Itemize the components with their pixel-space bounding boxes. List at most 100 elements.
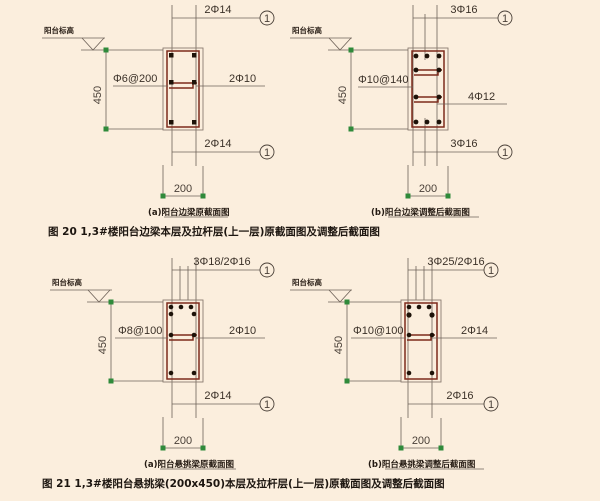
- rebar-dot: [168, 311, 174, 317]
- section-marker-circle-bottom: [497, 144, 513, 160]
- rebar-dot: [192, 80, 197, 85]
- rebar-dot: [169, 80, 174, 85]
- section-marker-bottom-label: 1: [488, 399, 494, 411]
- panel-subcaption: (b)阳台悬挑梁调整后截面图: [368, 459, 475, 470]
- rebar-dot: [192, 53, 197, 58]
- rebar-dot: [426, 304, 432, 310]
- panel-21a: 1 3Φ18/2Φ16 1 2Φ14 阳台标高 450: [50, 256, 275, 470]
- dim-node: [398, 445, 444, 451]
- width-dim-label: 200: [174, 183, 192, 195]
- stirrup-label: Φ10@140: [358, 74, 409, 86]
- bottom-rebar-label: 2Φ14: [204, 138, 231, 150]
- section-marker-top-label: 1: [502, 13, 508, 25]
- panel-21b: 1 3Φ25/2Φ16 1 2Φ16 阳台标高 450: [290, 256, 499, 470]
- height-dim-label: 450: [92, 86, 104, 104]
- section-marker-circle-bottom: [259, 396, 275, 412]
- section-marker-bottom-label: 1: [502, 147, 508, 159]
- rebar-dot: [178, 304, 184, 310]
- rebar-dot: [436, 119, 442, 125]
- figure-21-caption: 图 21 1,3#楼阳台悬挑梁(200x450)本层及拉杆层(上一层)原截面图及…: [42, 477, 445, 490]
- beam-outline: [162, 299, 204, 383]
- rebar-dot: [413, 67, 419, 73]
- stirrup-outer: [411, 50, 445, 128]
- section-marker-bottom-label: 1: [264, 399, 270, 411]
- width-dim-label: 200: [174, 435, 192, 447]
- panel-20a: 1 2Φ14 1 2Φ14 阳台标高: [42, 4, 275, 218]
- rebar-dot: [168, 304, 174, 310]
- stirrup-outer: [166, 50, 200, 128]
- elevation-triangle: [328, 37, 352, 51]
- dim-node: [160, 193, 206, 199]
- figure-20-caption: 图 20 1,3#楼阳台边梁本层及拉杆层(上一层)原截面图及调整后截面图: [48, 225, 380, 238]
- elevation-label: 阳台标高: [292, 25, 322, 35]
- rebar-dot: [188, 304, 194, 310]
- rebar-dot: [436, 94, 442, 100]
- beam-outline: [407, 47, 449, 131]
- rebar-dot: [406, 332, 412, 338]
- top-rebar-label: 3Φ18/2Φ16: [193, 256, 250, 268]
- mid-rebar-label: 2Φ14: [461, 325, 488, 337]
- top-rebar-label: 3Φ16: [450, 4, 477, 16]
- elevation-label: 阳台标高: [292, 277, 322, 287]
- elevation-label: 阳台标高: [52, 277, 82, 287]
- section-marker-circle-top: [259, 262, 275, 278]
- rebar-dot: [413, 119, 419, 125]
- dim-node: [348, 47, 354, 132]
- section-marker-circle-bottom: [259, 144, 275, 160]
- height-dim-label: 450: [333, 336, 345, 354]
- rebar-dot: [406, 312, 412, 318]
- section-marker-circle-bottom: [483, 396, 499, 412]
- width-dim-label: 200: [412, 435, 430, 447]
- bottom-rebar-label: 2Φ14: [204, 390, 231, 402]
- rebar-dot: [191, 332, 197, 338]
- rebar-dot: [168, 332, 174, 338]
- rebar-dot: [413, 94, 419, 100]
- top-rebar-label: 2Φ14: [204, 4, 231, 16]
- stirrup-label: Φ6@200: [113, 73, 157, 85]
- bottom-rebar-label: 3Φ16: [450, 138, 477, 150]
- rebar-dot: [416, 304, 422, 310]
- beam-outline: [400, 299, 442, 383]
- width-dim-label: 200: [419, 183, 437, 195]
- section-marker-top-label: 1: [488, 265, 494, 277]
- mid-rebar-label: 2Φ10: [229, 73, 256, 85]
- dim-node: [160, 445, 206, 451]
- mid-rebar-label: 2Φ10: [229, 325, 256, 337]
- rebar-dot: [436, 53, 442, 59]
- rebar-dot: [191, 370, 197, 376]
- height-dim-label: 450: [97, 336, 109, 354]
- dim-node: [103, 47, 109, 132]
- rebar-dot: [192, 120, 197, 125]
- elevation-triangle: [87, 289, 111, 303]
- section-marker-circle-top: [497, 10, 513, 26]
- stirrup-outer: [166, 302, 200, 380]
- dim-node: [108, 299, 114, 384]
- section-marker-top-label: 1: [264, 13, 270, 25]
- elevation-label: 阳台标高: [44, 25, 74, 35]
- stirrup-label: Φ8@100: [118, 325, 162, 337]
- elevation-triangle: [81, 37, 105, 51]
- rebar-dot: [169, 120, 174, 125]
- height-dim-label: 450: [337, 86, 349, 104]
- section-marker-top-label: 1: [264, 265, 270, 277]
- rebar-dot: [406, 304, 412, 310]
- panel-20b: 1 3Φ16 1 3Φ16 阳台标高: [290, 4, 513, 218]
- rebar-dot: [429, 312, 435, 318]
- dim-node: [344, 299, 350, 384]
- rebar-dot: [429, 370, 435, 376]
- dim-node: [405, 193, 451, 199]
- rebar-dot: [429, 332, 435, 338]
- stirrup-label: Φ10@100: [353, 325, 404, 337]
- rebar-dot: [191, 311, 197, 317]
- beam-outline: [162, 47, 204, 131]
- bottom-rebar-label: 2Φ16: [446, 390, 473, 402]
- section-marker-circle-top: [483, 262, 499, 278]
- rebar-dot: [169, 53, 174, 58]
- rebar-dot: [168, 370, 174, 376]
- panel-subcaption: (a)阳台悬挑梁原截面图: [144, 459, 234, 470]
- rebar-dot: [413, 53, 419, 59]
- section-marker-bottom-label: 1: [264, 147, 270, 159]
- rebar-dot: [436, 67, 442, 73]
- rebar-dot: [424, 53, 430, 59]
